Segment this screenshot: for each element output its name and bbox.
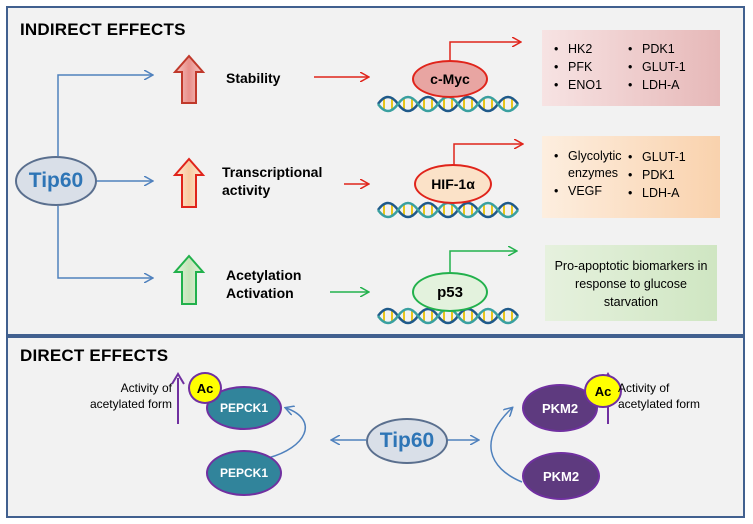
p53-node: p53 xyxy=(412,272,488,312)
dna-helix-1 xyxy=(376,95,520,113)
stability-label: Stability xyxy=(226,70,281,86)
pkm2-activity-text: Activity of acetylated form xyxy=(618,381,701,411)
hif1a-node: HIF-1α xyxy=(414,164,492,204)
hif-markers-col2: GLUT-1 PDK1 LDH-A xyxy=(628,148,686,202)
p53-transcription-arrow xyxy=(449,251,516,274)
pkm2-ac-badge: Ac xyxy=(584,374,622,408)
cmyc-node: c-Myc xyxy=(412,60,488,98)
acetylation-activation-label: Acetylation Activation xyxy=(226,267,302,301)
hif-markers-col1: Glycolytic enzymes VEGF xyxy=(554,148,624,200)
cmyc-markers-col1: HK2 PFK ENO1 xyxy=(554,40,602,94)
p53-outcome-box: Pro-apoptotic biomarkers in response to … xyxy=(545,245,717,321)
pkm2-acetylation-curve xyxy=(490,408,523,483)
tip60-node-indirect: Tip60 xyxy=(15,156,97,206)
cmyc-markers-box: HK2 PFK ENO1 PDK1 GLUT-1 LDH-A xyxy=(542,30,720,106)
pepck1-node: PEPCK1 xyxy=(206,450,282,496)
pepck1-acetylation-curve xyxy=(267,408,306,459)
pepck1-acetylated-node: PEPCK1 xyxy=(206,386,282,430)
p53-outcome-text: Pro-apoptotic biomarkers in response to … xyxy=(554,259,708,309)
tip60-node-direct: Tip60 xyxy=(366,418,448,464)
indirect-effects-title: INDIRECT EFFECTS xyxy=(20,20,186,39)
stability-up-arrow xyxy=(172,54,206,104)
cmyc-markers-col2: PDK1 GLUT-1 LDH-A xyxy=(628,40,686,94)
direct-effects-title: DIRECT EFFECTS xyxy=(20,346,169,365)
pepck1-ac-badge: Ac xyxy=(188,372,222,404)
cmyc-transcription-arrow xyxy=(449,42,520,62)
hif-markers-box: Glycolytic enzymes VEGF GLUT-1 PDK1 LDH-… xyxy=(542,136,720,218)
hif-transcription-arrow xyxy=(453,144,522,166)
transcriptional-activity-label: Transcriptional activity xyxy=(222,164,323,198)
acetylation-up-arrow xyxy=(172,254,206,305)
tip60-branch-lines xyxy=(57,75,152,278)
pepck1-activity-text: Activity of acetylated form xyxy=(89,381,172,411)
transcription-up-arrow xyxy=(172,157,206,208)
pkm2-node: PKM2 xyxy=(522,452,600,500)
dna-helix-2 xyxy=(376,201,520,219)
